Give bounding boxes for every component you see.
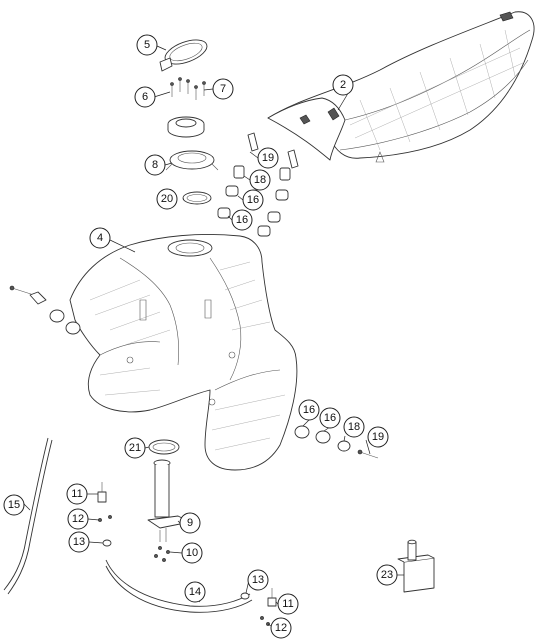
svg-text:12: 12 <box>72 513 84 525</box>
callout-8: 8 <box>144 154 166 176</box>
breather-hose-part <box>3 437 53 595</box>
svg-text:11: 11 <box>282 598 293 610</box>
svg-text:19: 19 <box>262 152 274 164</box>
svg-text:7: 7 <box>220 83 226 95</box>
screw-set-part <box>170 77 206 100</box>
svg-text:23: 23 <box>381 569 393 581</box>
fuel-pump-part <box>147 459 191 542</box>
svg-text:9: 9 <box>187 517 193 529</box>
svg-text:11: 11 <box>71 488 82 500</box>
callout-7: 7 <box>212 78 234 100</box>
right-mount-hardware-part <box>294 425 379 459</box>
callout-19-right: 19 <box>367 426 389 448</box>
svg-text:13: 13 <box>252 574 264 586</box>
svg-text:8: 8 <box>152 159 158 171</box>
svg-text:21: 21 <box>129 442 141 454</box>
svg-text:12: 12 <box>275 622 287 634</box>
fitting-lower-part <box>240 588 277 626</box>
callout-16-right-a: 16 <box>298 399 320 421</box>
callout-13-lower: 13 <box>247 569 269 591</box>
svg-text:4: 4 <box>97 232 103 244</box>
callout-4: 4 <box>89 227 111 249</box>
fitting-upper-part <box>97 482 107 503</box>
fuel-hose-part <box>105 559 253 613</box>
callout-18-right: 18 <box>343 416 365 438</box>
lock-ring-part <box>159 39 208 72</box>
callout-11-lower: 11 <box>277 593 299 615</box>
svg-text:18: 18 <box>348 421 360 433</box>
callout-16-right-b: 16 <box>319 407 341 429</box>
small-screws-part <box>98 515 170 562</box>
upper-bushings-part <box>217 132 299 237</box>
svg-text:16: 16 <box>247 194 259 206</box>
rubber-mount-part <box>397 539 435 593</box>
seat-part <box>267 11 535 163</box>
callout-13-left: 13 <box>68 531 90 553</box>
svg-text:20: 20 <box>161 193 173 205</box>
fuel-cap-part <box>167 116 205 138</box>
callout-19-upper: 19 <box>257 147 279 169</box>
svg-text:19: 19 <box>372 431 384 443</box>
callout-6: 6 <box>134 86 156 108</box>
svg-text:15: 15 <box>8 499 20 511</box>
svg-text:16: 16 <box>324 412 336 424</box>
svg-text:10: 10 <box>186 547 198 559</box>
svg-text:14: 14 <box>189 586 201 598</box>
svg-text:18: 18 <box>254 174 266 186</box>
callout-2: 2 <box>332 74 354 96</box>
callout-15: 15 <box>3 494 25 516</box>
callout-10: 10 <box>181 542 203 564</box>
hose-clamp-left-part <box>102 539 112 547</box>
callout-14: 14 <box>184 581 206 603</box>
callout-16-upper-a: 16 <box>242 189 264 211</box>
fuel-tank-part <box>69 234 298 471</box>
svg-text:5: 5 <box>144 39 150 51</box>
callout-11-upper: 11 <box>66 483 88 505</box>
o-ring-part <box>182 191 212 205</box>
callout-12-lower: 12 <box>270 617 292 639</box>
callout-23: 23 <box>376 564 398 586</box>
callout-5: 5 <box>136 34 158 56</box>
callout-16-upper-b: 16 <box>231 209 253 231</box>
svg-text:16: 16 <box>236 214 248 226</box>
svg-text:16: 16 <box>303 404 315 416</box>
pump-o-ring-part <box>148 439 180 455</box>
left-mount-hardware-part <box>9 285 81 335</box>
callout-9: 9 <box>179 512 201 534</box>
callout-12-upper: 12 <box>67 508 89 530</box>
callout-20: 20 <box>156 188 178 210</box>
filler-flange-part <box>165 150 219 171</box>
svg-text:2: 2 <box>340 79 346 91</box>
callout-21: 21 <box>124 437 146 459</box>
svg-text:13: 13 <box>73 536 85 548</box>
svg-text:6: 6 <box>142 91 148 103</box>
callout-18-upper: 18 <box>249 169 271 191</box>
